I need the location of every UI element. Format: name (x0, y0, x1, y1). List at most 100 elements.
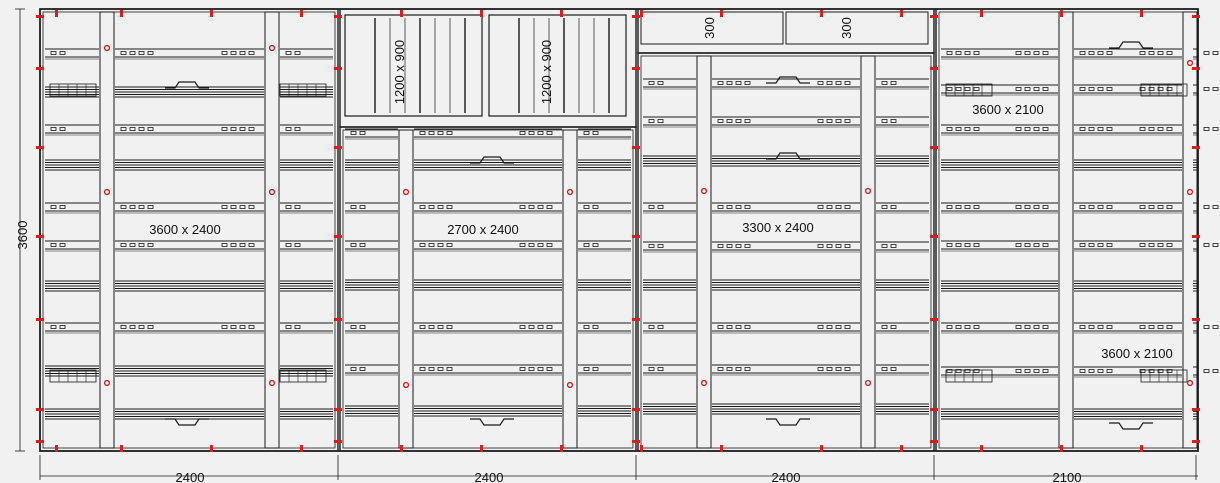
clamp (120, 445, 123, 452)
slot (446, 367, 453, 371)
slot (437, 205, 444, 209)
slot (835, 244, 842, 248)
tie-hole (103, 379, 111, 387)
slot (946, 205, 953, 209)
slot (973, 205, 980, 209)
clamp (632, 235, 640, 238)
slot (817, 325, 824, 329)
slot (1097, 205, 1104, 209)
slot (147, 51, 154, 55)
slot (1042, 243, 1049, 247)
slot (955, 205, 962, 209)
slot (1024, 51, 1031, 55)
slot (835, 205, 842, 209)
clamp (334, 318, 342, 321)
slot (964, 325, 971, 329)
tie-hole (1186, 59, 1194, 67)
slot (1015, 127, 1022, 131)
slot (973, 325, 980, 329)
slot (1157, 87, 1164, 91)
slot (657, 81, 664, 85)
slot (592, 205, 599, 209)
slot (350, 205, 357, 209)
slot (1166, 243, 1173, 247)
slot (890, 119, 897, 123)
slot (717, 81, 724, 85)
slot (359, 243, 366, 247)
slot (294, 51, 301, 55)
slot (717, 119, 724, 123)
panel-frame (39, 8, 339, 452)
slot (147, 205, 154, 209)
slot (1033, 369, 1040, 373)
slot (294, 243, 301, 247)
slot (735, 367, 742, 371)
slot (546, 243, 553, 247)
slot (844, 367, 851, 371)
slot (1166, 51, 1173, 55)
slot (1106, 127, 1113, 131)
slot (583, 367, 590, 371)
slot (1097, 127, 1104, 131)
slot (744, 205, 751, 209)
slot (419, 325, 426, 329)
panel-inner-frame (42, 11, 336, 449)
slot (826, 205, 833, 209)
slot (1157, 243, 1164, 247)
slot (717, 367, 724, 371)
slot (419, 205, 426, 209)
slot (1139, 127, 1146, 131)
formwork-structure (15, 8, 1219, 480)
slot (657, 325, 664, 329)
slot (835, 81, 842, 85)
slot (147, 325, 154, 329)
slot (592, 367, 599, 371)
slot (437, 243, 444, 247)
slot (1079, 369, 1086, 373)
clamp (480, 10, 483, 17)
clamp (334, 440, 342, 443)
slot (1166, 205, 1173, 209)
slot (248, 243, 255, 247)
panel-frame (637, 52, 935, 452)
slot (1042, 205, 1049, 209)
clamp (632, 408, 640, 411)
slot (1203, 325, 1210, 329)
slot (1079, 325, 1086, 329)
clamp (1192, 440, 1200, 443)
slot (826, 367, 833, 371)
clamp (36, 440, 44, 443)
small-panel-2 (488, 14, 627, 117)
clamp (1060, 445, 1063, 452)
slot (419, 131, 426, 135)
slot (1148, 127, 1155, 131)
vertical-stiffener (99, 11, 115, 449)
lifting-handle (165, 81, 209, 89)
slot (239, 51, 246, 55)
slot (657, 244, 664, 248)
clamp (334, 67, 342, 70)
slot (835, 119, 842, 123)
slot (519, 205, 526, 209)
slot (946, 87, 953, 91)
slot (1203, 51, 1210, 55)
slot (955, 127, 962, 131)
slot (1157, 369, 1164, 373)
slot (1139, 87, 1146, 91)
slot (946, 325, 953, 329)
slot (1097, 51, 1104, 55)
slot (726, 367, 733, 371)
slot (1106, 325, 1113, 329)
slot (1106, 51, 1113, 55)
lifting-handle (766, 418, 810, 426)
clamp (120, 10, 123, 17)
slot (648, 367, 655, 371)
slot (835, 325, 842, 329)
slot (221, 205, 228, 209)
clamp (334, 408, 342, 411)
clamp (640, 445, 643, 452)
panel-frame (935, 8, 1199, 452)
slot (881, 367, 888, 371)
slot (835, 367, 842, 371)
slot (1088, 51, 1095, 55)
